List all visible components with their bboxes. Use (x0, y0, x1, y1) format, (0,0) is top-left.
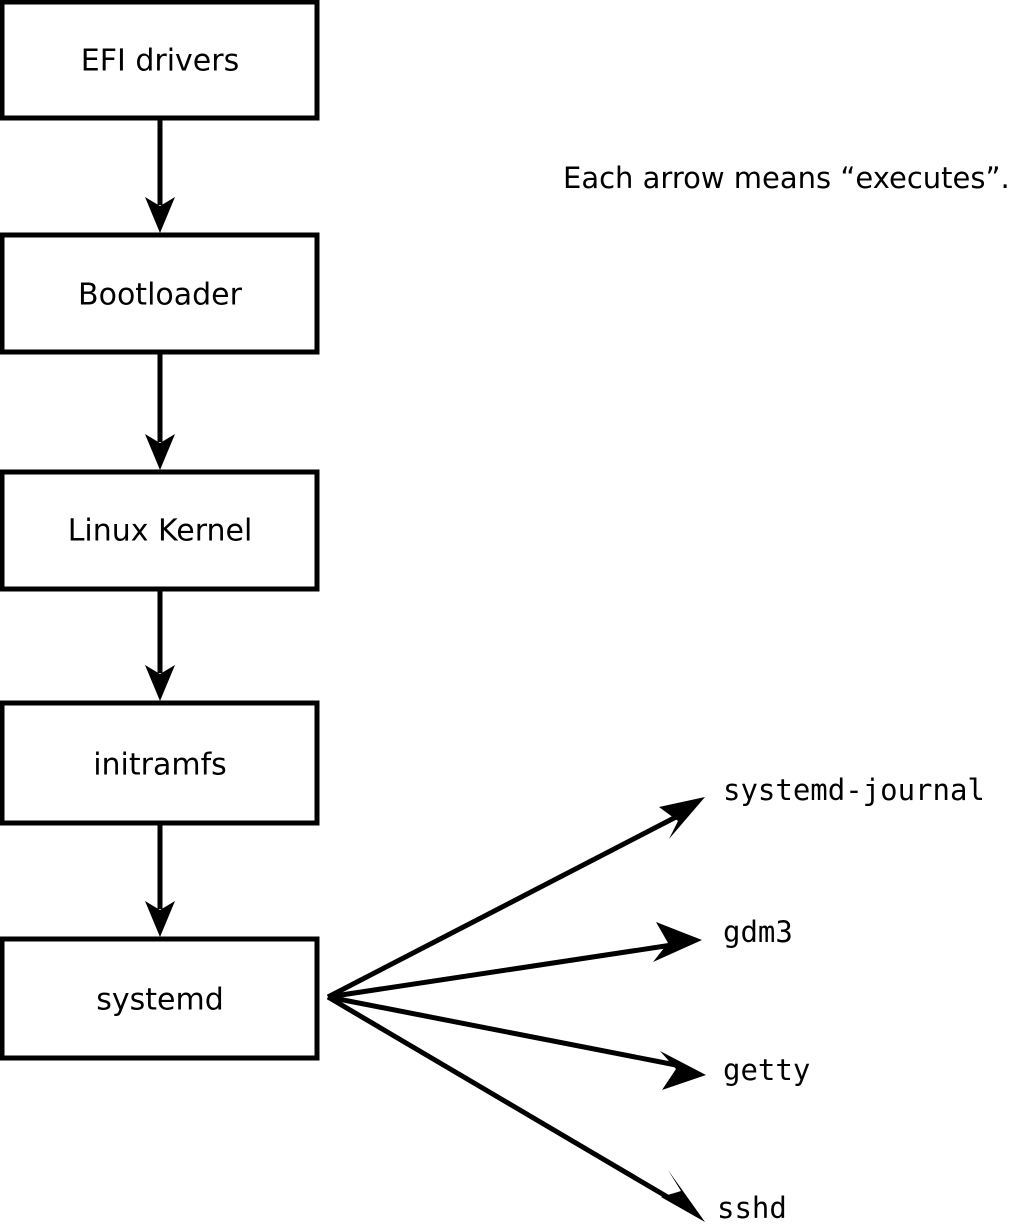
arrowhead-down-icon (145, 434, 175, 470)
arrowhead-down-icon (145, 197, 175, 233)
process-box-label: Linux Kernel (68, 514, 253, 549)
chain-arrow-efi-to-bootloader (145, 118, 175, 233)
process-box-linux-kernel[interactable]: Linux Kernel (0, 469, 320, 592)
fanout-arrow-line (326, 814, 678, 1000)
chain-arrow-kernel-to-initramfs (145, 589, 175, 701)
process-box-efi-drivers[interactable]: EFI drivers (0, 0, 320, 121)
process-box-label: EFI drivers (81, 44, 239, 79)
arrowhead-down-icon (145, 665, 175, 701)
arrowhead-icon (660, 1051, 706, 1090)
process-box-label: systemd (96, 983, 224, 1018)
fanout-arrow-line (327, 942, 673, 1000)
fanout-arrow-line (327, 994, 677, 1068)
service-label-systemd-journal: systemd-journal (723, 773, 985, 807)
arrowhead-icon (659, 797, 705, 839)
box-outline (0, 232, 320, 355)
fanout-arrow-getty (327, 994, 706, 1090)
chain-arrow-bootloader-to-kernel (145, 352, 175, 470)
process-box-label: initramfs (93, 748, 227, 783)
arrowhead-icon (653, 922, 702, 962)
fanout-arrow-gdm3 (327, 922, 702, 1000)
arrowhead-icon (661, 1170, 705, 1222)
diagram-annotation: Each arrow means “executes”. (563, 161, 1010, 195)
fanout-arrow-line (326, 994, 678, 1205)
process-box-label: Bootloader (78, 278, 243, 313)
box-outline (0, 700, 320, 826)
chain-arrow-initramfs-to-systemd (145, 823, 175, 937)
box-outline (0, 0, 320, 121)
process-box-bootloader[interactable]: Bootloader (0, 232, 320, 355)
process-box-systemd[interactable]: systemd (0, 936, 320, 1061)
service-label-getty: getty (723, 1053, 810, 1087)
fanout-arrow-systemd-journal (326, 797, 705, 1000)
service-label-gdm3: gdm3 (723, 915, 793, 949)
arrowhead-down-icon (145, 901, 175, 937)
fanout-arrow-sshd (326, 994, 705, 1222)
box-outline (0, 936, 320, 1061)
process-box-initramfs[interactable]: initramfs (0, 700, 320, 826)
service-label-sshd: sshd (717, 1191, 787, 1225)
box-outline (0, 469, 320, 592)
